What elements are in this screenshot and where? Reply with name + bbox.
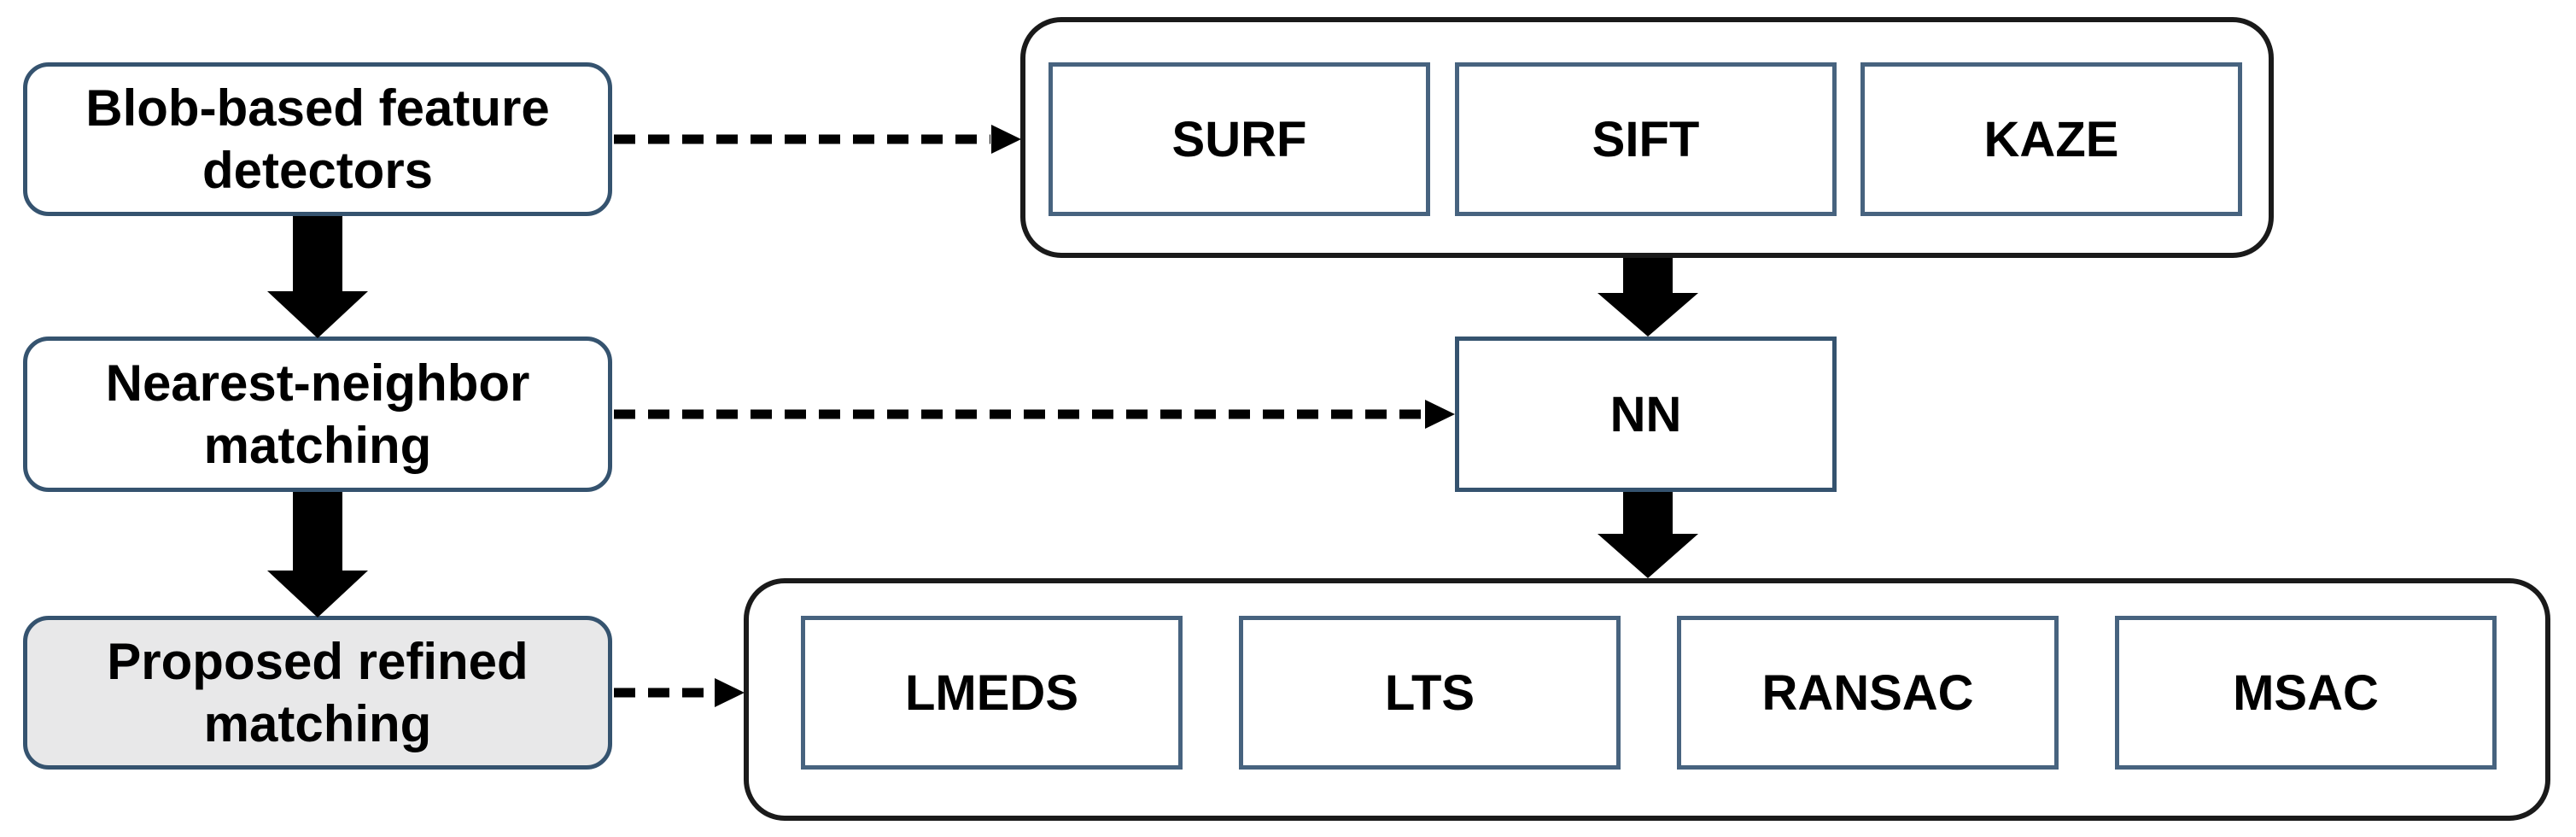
algo-lts: LTS <box>1239 616 1621 770</box>
stage-nearest-neighbor-matching: Nearest-neighbor matching <box>23 337 612 492</box>
stage-blob-feature-detectors-label: Blob-based feature detectors <box>85 79 550 199</box>
algo-msac: MSAC <box>2115 616 2497 770</box>
dashed-arrow-refined-icon <box>614 678 745 707</box>
algo-lmeds: LMEDS <box>801 616 1183 770</box>
block-arrow-detectorgroup-to-nn-icon <box>1598 258 1698 337</box>
block-arrow-detectors-to-matching-icon <box>267 216 368 338</box>
algo-sift-label: SIFT <box>1592 111 1700 167</box>
node-nn: NN <box>1455 337 1837 492</box>
algo-surf-label: SURF <box>1171 111 1307 167</box>
dashed-arrow-matching-icon <box>614 400 1455 429</box>
block-arrow-matching-to-refined-icon <box>267 492 368 618</box>
algo-lmeds-label: LMEDS <box>905 664 1078 721</box>
algo-surf: SURF <box>1049 62 1430 216</box>
algo-kaze-label: KAZE <box>1983 111 2119 167</box>
dashed-arrow-detectors-icon <box>614 125 1021 154</box>
algo-ransac: RANSAC <box>1677 616 2059 770</box>
block-arrow-nn-to-refinementgroup-icon <box>1598 492 1698 578</box>
node-nn-label: NN <box>1609 386 1682 442</box>
stage-blob-feature-detectors: Blob-based feature detectors <box>23 62 612 216</box>
stage-nearest-neighbor-matching-label: Nearest-neighbor matching <box>105 354 530 474</box>
algo-sift: SIFT <box>1455 62 1837 216</box>
stage-proposed-refined-matching-label: Proposed refined matching <box>107 632 529 752</box>
algo-ransac-label: RANSAC <box>1761 664 1974 721</box>
algo-kaze: KAZE <box>1860 62 2242 216</box>
stage-proposed-refined-matching: Proposed refined matching <box>23 616 612 770</box>
algo-msac-label: MSAC <box>2233 664 2379 721</box>
algo-lts-label: LTS <box>1384 664 1475 721</box>
